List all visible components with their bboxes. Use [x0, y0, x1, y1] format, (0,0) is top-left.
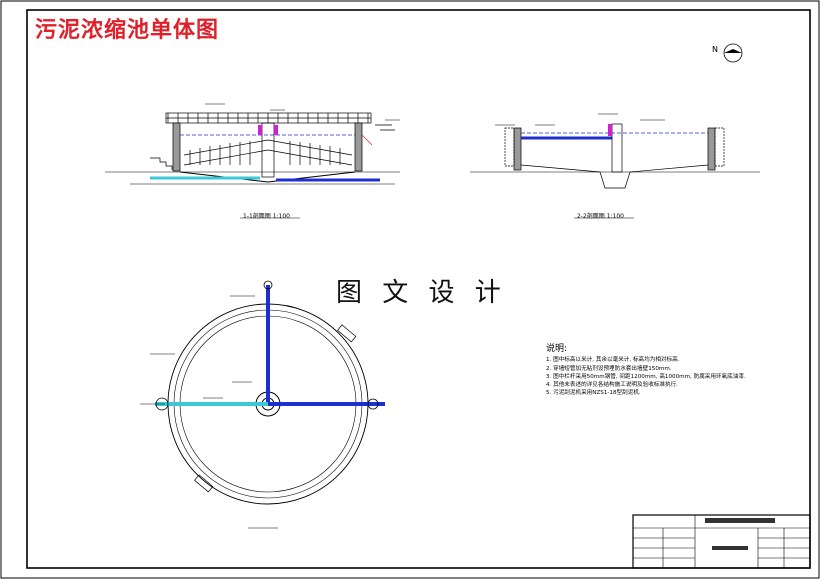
watermark-text: 图 文 设 计 [336, 278, 507, 308]
plan-view-drawing [140, 280, 385, 529]
note-item: 5. 污泥刮泥机采用NZS1-18型刮泥机. [546, 390, 641, 397]
section-2-2-drawing [470, 113, 760, 189]
section-2-2-label: 2-2剖面图 1:100 [577, 213, 624, 220]
title-block [632, 514, 811, 569]
north-arrow-icon [723, 43, 743, 63]
note-item: 3. 图中栏杆采用50mm钢管, 间距1200mm, 高1000mm, 防腐采用… [546, 373, 746, 380]
note-item: 4. 其他未表述的详见各结构施工说明及验收标准执行. [546, 382, 678, 389]
drawing-title: 污泥浓缩池单体图 [35, 17, 220, 43]
section-1-1-label: 1-1剖面图 1:100 [243, 213, 290, 220]
note-item: 2. 穿墙短管加无粘剂设预埋防水套出墙壁150mm. [546, 365, 672, 372]
inner-border [26, 9, 811, 569]
note-item: 1. 图中标高以米计, 其余以毫米计, 标高均为相对标高. [546, 357, 680, 364]
design-notes: 说明: 1. 图中标高以米计, 其余以毫米计, 标高均为相对标高. 2. 穿墙短… [546, 344, 796, 398]
notes-heading: 说明: [546, 344, 568, 354]
section-1-1-drawing [105, 103, 400, 185]
north-label: N [712, 45, 718, 54]
